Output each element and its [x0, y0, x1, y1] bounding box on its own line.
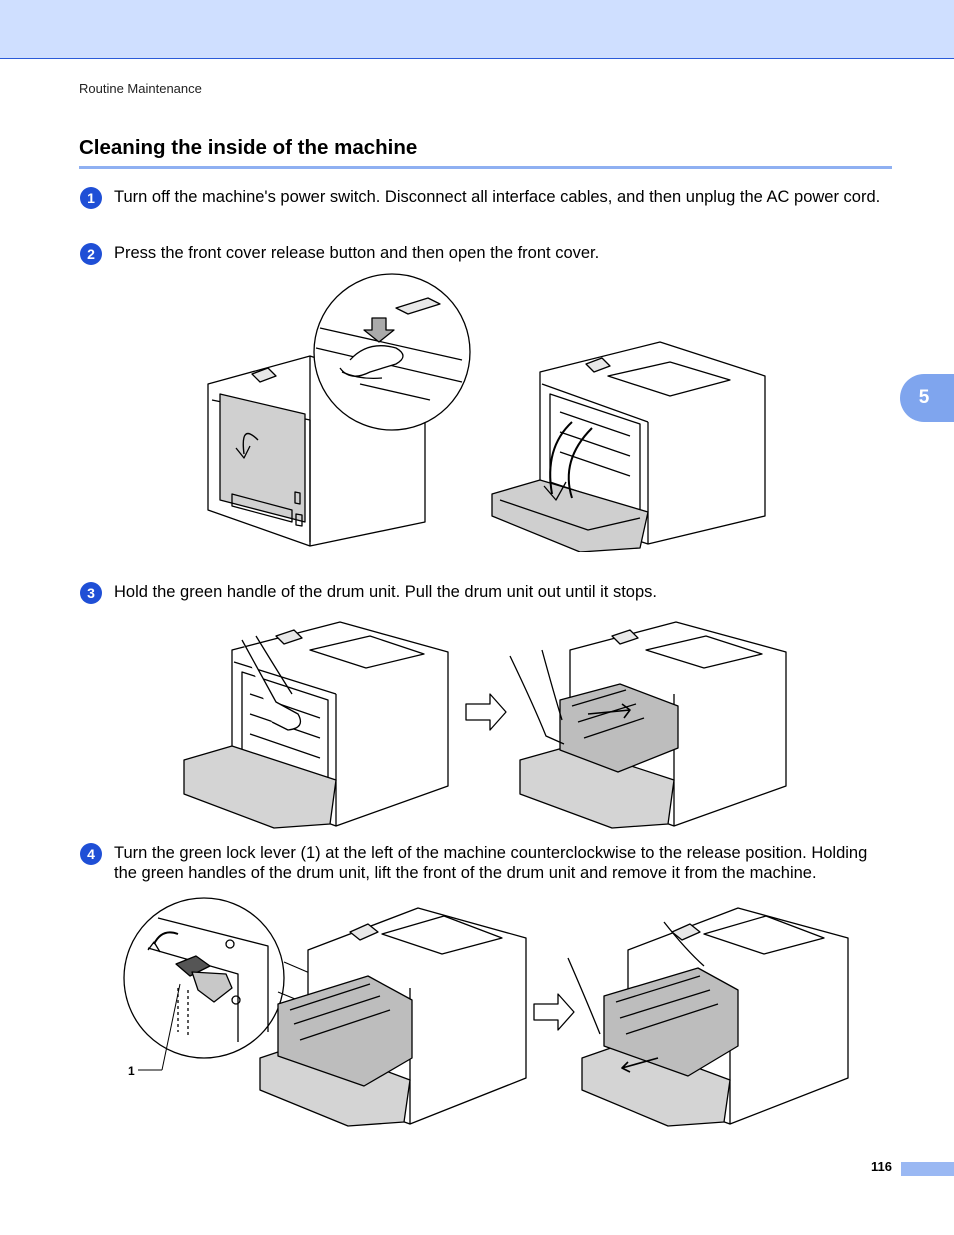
step-text: Turn the green lock lever (1) at the lef… — [114, 844, 868, 882]
step-number: 3 — [80, 582, 102, 604]
printer-drum-in-illustration — [183, 621, 449, 829]
callout-label-1: 1 — [128, 1064, 135, 1078]
printer-open-illustration — [491, 341, 766, 552]
arrow-right-icon — [465, 693, 507, 731]
figure-open-front-cover — [207, 273, 766, 552]
step-text: Press the front cover release button and… — [114, 244, 600, 262]
step-text: Hold the green handle of the drum unit. … — [114, 583, 657, 601]
chapter-tab[interactable]: 5 — [900, 374, 954, 422]
section-title: Cleaning the inside of the machine — [79, 136, 418, 159]
step-number: 1 — [80, 187, 102, 209]
arrow-right-icon — [533, 993, 575, 1031]
step-text: Turn off the machine's power switch. Dis… — [114, 188, 881, 206]
zoom-bubble-release-button — [313, 273, 471, 431]
figure-remove-drum-unit: 1 — [123, 897, 849, 1127]
header-band — [0, 0, 954, 59]
printer-drum-out-illustration — [509, 621, 787, 829]
chapter-tab-label: 5 — [918, 387, 930, 408]
step-number: 4 — [80, 843, 102, 865]
breadcrumb: Routine Maintenance — [79, 81, 202, 96]
callout-leader-line-diagonal — [161, 983, 181, 1071]
step-number: 2 — [80, 243, 102, 265]
footer-bar — [901, 1162, 954, 1176]
page-number: 116 — [871, 1159, 892, 1174]
printer-drum-lift-illustration — [567, 907, 849, 1127]
printer-lever-illustration — [259, 907, 527, 1127]
figure-pull-drum-unit — [183, 621, 787, 829]
zoom-bubble-lock-lever — [123, 897, 285, 1059]
title-rule — [79, 166, 892, 169]
